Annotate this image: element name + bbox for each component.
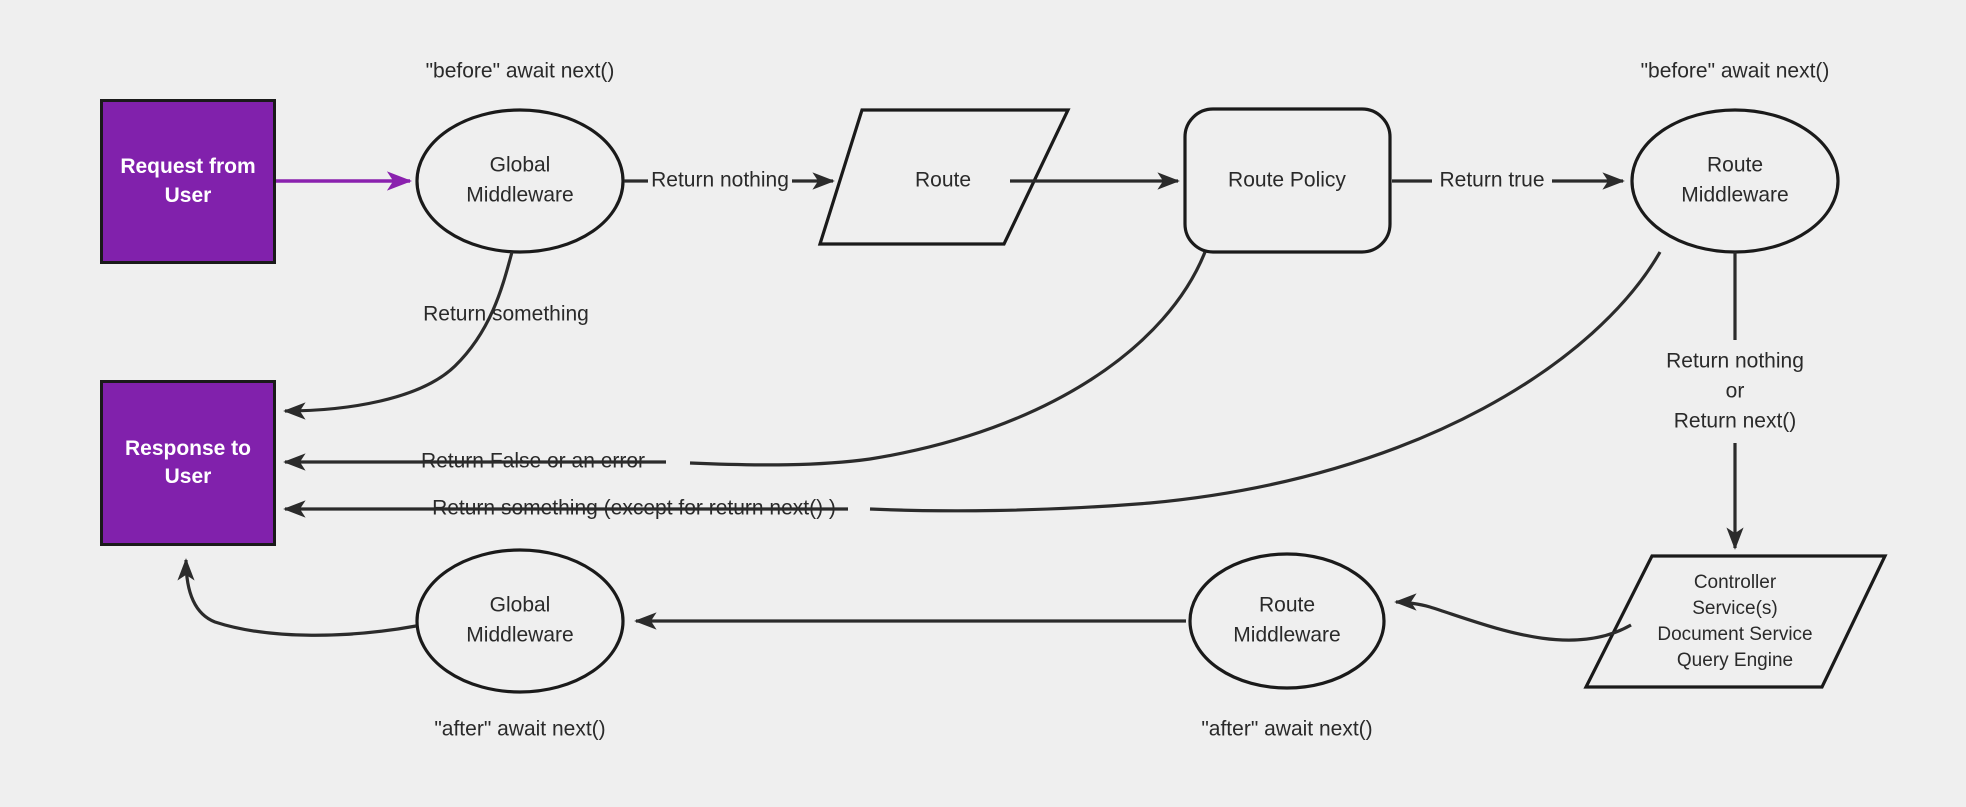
node-route-middleware-before-line2: Middleware — [1681, 184, 1788, 207]
annotation-before-await-next-route: "before" await next() — [1641, 60, 1830, 83]
annotation-after-await-next-route: "after" await next() — [1201, 718, 1372, 741]
node-route-middleware-after-line1: Route — [1259, 594, 1315, 617]
node-route-label: Route — [915, 169, 971, 192]
node-global-middleware-after-line1: Global — [490, 594, 551, 617]
edge-label-return-true: Return true — [1439, 169, 1544, 192]
node-global-middleware-before-line1: Global — [490, 154, 551, 177]
edge-label-return-something-except: Return something (except for return next… — [432, 497, 836, 520]
edge-label-return-nothing: Return nothing — [651, 169, 789, 192]
node-route-policy-label: Route Policy — [1228, 169, 1346, 192]
node-controller[interactable] — [1583, 554, 1888, 689]
terminal-response-to-user-label: Response to User — [124, 436, 252, 488]
node-controller-line-2: Document Service — [1657, 624, 1812, 645]
node-global-middleware-before-line2: Middleware — [466, 184, 573, 207]
edge-label-return-false-or-error: Return False or an error — [421, 450, 645, 473]
terminal-request-from-user-label: Request from User — [120, 155, 256, 207]
edge-label-return-nothing-or-next-line3: Return next() — [1674, 410, 1797, 433]
edge-route-middleware-return-something-curve — [869, 251, 1662, 513]
node-global-middleware-after[interactable] — [415, 548, 625, 694]
terminal-request-from-user[interactable]: Request from User — [100, 99, 276, 264]
node-global-middleware-after-line2: Middleware — [466, 624, 573, 647]
edge-label-return-something: Return something — [423, 303, 589, 326]
node-route-middleware-after[interactable] — [1188, 552, 1386, 690]
annotation-after-await-next-global: "after" await next() — [434, 718, 605, 741]
node-route[interactable] — [817, 108, 1071, 246]
edge-label-return-nothing-or-next-line2: or — [1726, 380, 1745, 403]
node-route-middleware-before[interactable] — [1630, 108, 1840, 254]
node-controller-line-1: Service(s) — [1692, 598, 1778, 619]
edge-global-middleware-return-something — [283, 251, 514, 420]
edge-label-return-nothing-or-next-line1: Return nothing — [1666, 350, 1804, 373]
node-route-policy[interactable] — [1183, 107, 1392, 254]
node-controller-line-0: Controller — [1694, 572, 1777, 593]
terminal-response-to-user[interactable]: Response to User — [100, 380, 276, 546]
edge-controller-to-route-middleware-after — [1394, 593, 1632, 642]
node-route-middleware-after-line2: Middleware — [1233, 624, 1340, 647]
node-route-middleware-before-line1: Route — [1707, 154, 1763, 177]
annotation-before-await-next-global: "before" await next() — [426, 60, 615, 83]
node-controller-line-3: Query Engine — [1677, 650, 1793, 671]
edge-route-policy-return-false-curve — [689, 251, 1207, 467]
node-global-middleware-before[interactable] — [415, 108, 625, 254]
edge-global-middleware-after-to-response — [177, 558, 417, 637]
